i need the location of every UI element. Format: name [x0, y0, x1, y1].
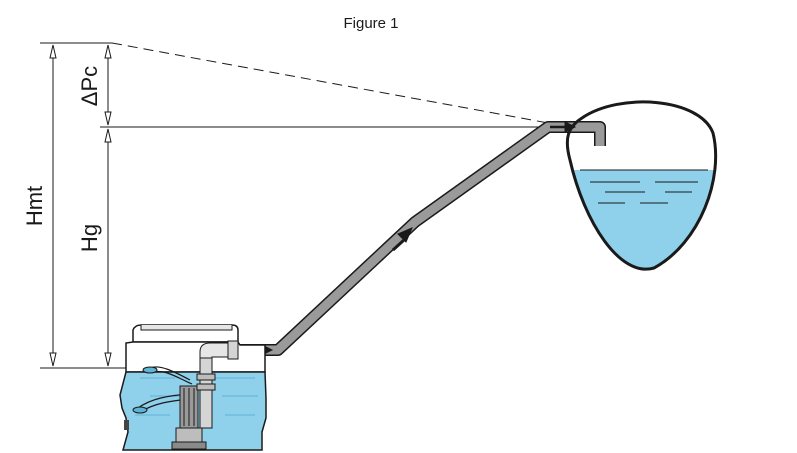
figure-title: Figure 1 [343, 15, 398, 32]
float-switch-lower [132, 406, 148, 414]
hg-arrow-bottom [104, 352, 112, 367]
riser-pipe [196, 340, 239, 429]
flow-arrow-diagonal [391, 227, 413, 252]
dpc-arrow-bottom [104, 111, 112, 126]
hg-label: Hg [77, 224, 102, 252]
tank-water-ripples [580, 169, 708, 204]
energy-line-dashed [111, 42, 571, 128]
hmt-arrow-top [49, 44, 57, 59]
tank-water [567, 170, 716, 270]
submersible-pump [171, 385, 207, 450]
float-switch-upper [142, 366, 158, 374]
tank-outline [565, 100, 718, 271]
hmt-label: Hmt [22, 186, 47, 226]
lifting-station [119, 324, 267, 451]
hg-arrow-top [104, 128, 112, 143]
station-water-ripples [135, 377, 258, 416]
hmt-arrow-bottom [49, 352, 57, 367]
discharge-pipe [230, 121, 606, 356]
side-port [124, 420, 129, 430]
flow-arrows [244, 121, 577, 356]
dpc-label: ΔPc [77, 66, 102, 106]
dpc-arrow-top [104, 44, 112, 59]
dimension-lines [40, 42, 575, 369]
